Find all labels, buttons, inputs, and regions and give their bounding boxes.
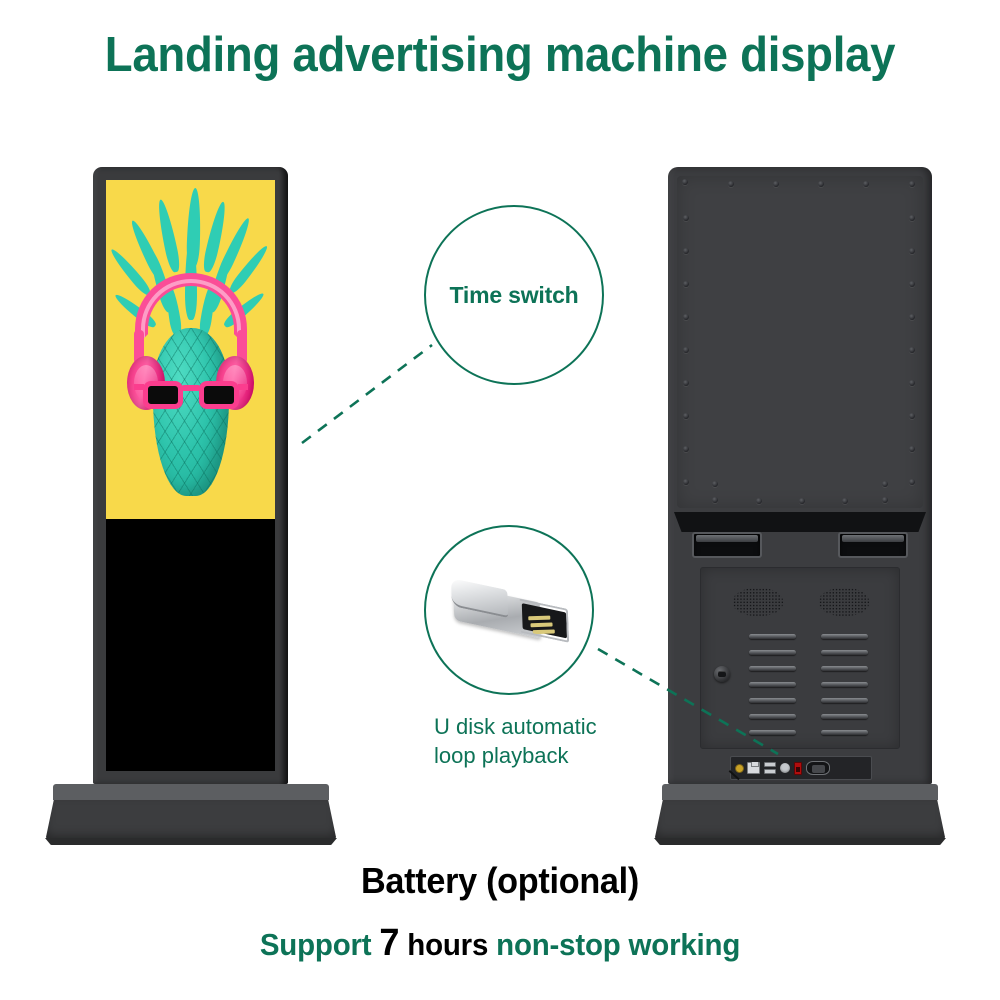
rear-kiosk-body (668, 167, 932, 784)
callout-u-disk-line2: loop playback (434, 743, 569, 768)
power-inlet-icon[interactable] (806, 761, 830, 775)
rear-access-panel (677, 176, 923, 508)
usb-flash-drive-icon (449, 569, 570, 651)
usb-port-upper-icon[interactable] (764, 762, 776, 767)
antenna-connector-icon[interactable] (736, 764, 743, 772)
sunglasses (134, 376, 248, 414)
page-title: Landing advertising machine display (104, 28, 896, 82)
support-hours-text: Support 7 hours non-stop working (25, 922, 975, 965)
front-kiosk-body (93, 167, 288, 784)
handle-slot-left (692, 532, 762, 558)
support-prefix: Support (259, 927, 380, 962)
service-access-door[interactable] (700, 567, 900, 749)
usb-ports[interactable] (764, 762, 776, 774)
support-suffix: non-stop working (496, 927, 741, 962)
speaker-grille-right (819, 588, 869, 616)
support-hours-number: 7 (379, 922, 400, 964)
io-port-strip (730, 756, 872, 780)
ethernet-port-icon[interactable] (747, 762, 760, 774)
usb-port-lower-icon[interactable] (764, 769, 776, 774)
pineapple-body (153, 328, 229, 496)
power-switch-icon[interactable] (794, 761, 802, 775)
rear-ledge (674, 512, 926, 532)
screen-artwork-pineapple (106, 180, 275, 519)
callout-time-switch: Time switch (424, 205, 604, 385)
support-unit: hours (399, 927, 497, 962)
battery-optional-text: Battery (optional) (361, 860, 639, 901)
callout-u-disk-caption: U disk automatic loop playback (434, 712, 664, 770)
round-connector-icon[interactable] (780, 763, 790, 773)
speaker-grille-left (733, 588, 783, 616)
callout-u-disk (424, 525, 594, 695)
lock-icon[interactable] (714, 666, 730, 682)
handle-slot-right (838, 532, 908, 558)
callout-time-switch-label: Time switch (449, 281, 579, 308)
display-screen (106, 180, 275, 519)
lower-screen-panel (106, 519, 275, 771)
callout-u-disk-line1: U disk automatic (434, 714, 597, 739)
leader-line-time-switch (301, 343, 433, 445)
